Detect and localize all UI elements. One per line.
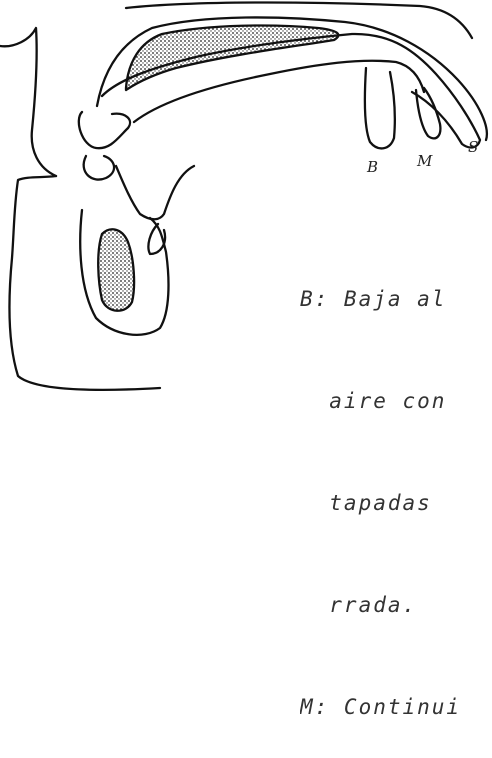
back-outline (0, 28, 56, 176)
caption-line: B: Baja al (300, 282, 492, 316)
tongue-underside (134, 61, 424, 122)
root-curve (116, 166, 194, 219)
tip-label-m: M (417, 152, 432, 170)
tip-label-b: B (367, 158, 378, 176)
palate-stipple (126, 26, 338, 90)
tip-label-s: S (468, 138, 478, 156)
lower-alveolar (84, 156, 114, 180)
caption-line: rrada. (300, 588, 492, 622)
larynx-stipple (98, 229, 134, 310)
caption: B: Baja al aire con tapadas rrada. M: Co… (300, 214, 492, 758)
tip-b (365, 68, 395, 148)
caption-line: M: Continui (300, 690, 492, 724)
upper-tooth (79, 112, 130, 148)
caption-line: tapadas (300, 486, 492, 520)
